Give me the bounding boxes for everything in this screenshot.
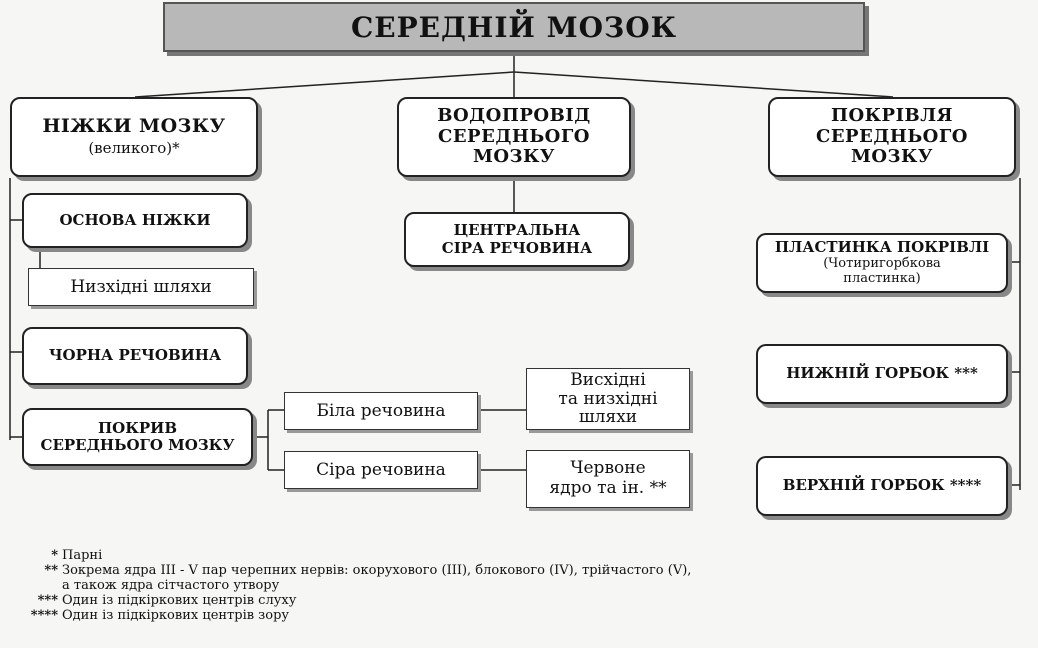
white-matter-label: Біла речовина bbox=[316, 401, 446, 421]
red-nucleus-box: Червоне ядро та ін. ** bbox=[526, 450, 690, 508]
aqueduct-line2: СЕРЕДНЬОГО bbox=[438, 125, 590, 147]
tectal-plate-sub-line2: пластинка) bbox=[843, 270, 921, 286]
tracts-line3: шляхи bbox=[578, 407, 638, 428]
footnote-mark: **** bbox=[30, 608, 58, 623]
tectum-line1: ПОКРІВЛЯ bbox=[830, 104, 953, 126]
footnote: *** Один із підкіркових центрів слуху bbox=[6, 593, 691, 608]
red-nucleus-line2: ядро та ін. ** bbox=[549, 478, 667, 498]
central-gray-line2: СІРА РЕЧОВИНА bbox=[441, 238, 593, 257]
diagram-title: СЕРЕДНІЙ МОЗОК bbox=[163, 2, 865, 52]
tracts-line2: та низхідні bbox=[558, 388, 658, 409]
peduncle-base-label: ОСНОВА НІЖКИ bbox=[59, 210, 211, 229]
footnote-mark: ** bbox=[44, 563, 58, 578]
aqueduct-line1: ВОДОПРОВІД bbox=[437, 104, 591, 126]
tectum-line2: СЕРЕДНЬОГО bbox=[816, 125, 968, 147]
substantia-nigra-label: ЧОРНА РЕЧОВИНА bbox=[48, 346, 222, 365]
tracts-line1: Висхідні bbox=[570, 369, 646, 390]
footnote: ** Зокрема ядра III - V пар черепних нер… bbox=[6, 563, 691, 578]
footnote-mark: *** bbox=[37, 593, 58, 608]
cerebral-peduncles-subtitle: (великого)* bbox=[88, 139, 180, 158]
inferior-colliculus-label: НИЖНІЙ ГОРБОК *** bbox=[786, 364, 978, 383]
central-gray-line1: ЦЕНТРАЛЬНА bbox=[453, 221, 581, 240]
gray-matter-label: Сіра речовина bbox=[316, 460, 446, 480]
tegmentum-label-line2: СЕРЕДНЬОГО МОЗКУ bbox=[40, 436, 235, 454]
tectal-plate-title: ПЛАСТИНКА ПОКРІВЛІ bbox=[774, 238, 990, 257]
footnote: а також ядра сітчастого утвору bbox=[6, 578, 691, 593]
footnote-text: Один із підкіркових центрів слуху bbox=[62, 593, 297, 608]
cerebral-aqueduct-box: ВОДОПРОВІД СЕРЕДНЬОГО МОЗКУ bbox=[397, 97, 631, 177]
footnote: **** Один із підкіркових центрів зору bbox=[6, 608, 691, 623]
footnote-text: Один із підкіркових центрів зору bbox=[62, 608, 290, 623]
tegmentum-label-line1: ПОКРИВ bbox=[97, 418, 177, 437]
tectum-box: ПОКРІВЛЯ СЕРЕДНЬОГО МОЗКУ bbox=[768, 97, 1016, 177]
descending-tracts-box: Низхідні шляхи bbox=[28, 268, 254, 306]
gray-matter-box: Сіра речовина bbox=[284, 451, 478, 489]
aqueduct-line3: МОЗКУ bbox=[472, 146, 556, 168]
footnote-text: Парні bbox=[62, 548, 103, 563]
descending-tracts-label: Низхідні шляхи bbox=[70, 277, 212, 297]
tectum-line3: МОЗКУ bbox=[850, 146, 934, 168]
superior-colliculus-label: ВЕРХНІЙ ГОРБОК **** bbox=[782, 476, 982, 495]
footnote: * Парні bbox=[6, 548, 691, 563]
footnote-text: а також ядра сітчастого утвору bbox=[62, 578, 280, 593]
tectal-plate-sub-line1: (Чотиригорбкова bbox=[823, 255, 941, 271]
peduncle-base-box: ОСНОВА НІЖКИ bbox=[22, 193, 248, 248]
superior-colliculus-box: ВЕРХНІЙ ГОРБОК **** bbox=[756, 456, 1008, 516]
inferior-colliculus-box: НИЖНІЙ ГОРБОК *** bbox=[756, 344, 1008, 404]
footnote-text: Зокрема ядра III - V пар черепних нервів… bbox=[62, 563, 692, 578]
red-nucleus-line1: Червоне bbox=[570, 458, 646, 479]
central-gray-matter-box: ЦЕНТРАЛЬНА СІРА РЕЧОВИНА bbox=[404, 212, 630, 267]
footnotes: * Парні ** Зокрема ядра III - V пар чере… bbox=[6, 548, 692, 623]
substantia-nigra-box: ЧОРНА РЕЧОВИНА bbox=[22, 327, 248, 385]
cerebral-peduncles-title: НІЖКИ МОЗКУ bbox=[42, 115, 226, 138]
white-matter-box: Біла речовина bbox=[284, 392, 478, 430]
cerebral-peduncles-box: НІЖКИ МОЗКУ (великого)* bbox=[10, 97, 258, 177]
footnote-mark: * bbox=[51, 548, 58, 563]
tectal-plate-box: ПЛАСТИНКА ПОКРІВЛІ (Чотиригорбкова пласт… bbox=[756, 233, 1008, 293]
ascending-descending-tracts-box: Висхідні та низхідні шляхи bbox=[526, 368, 690, 430]
tegmentum-box: ПОКРИВ СЕРЕДНЬОГО МОЗКУ bbox=[22, 408, 253, 466]
